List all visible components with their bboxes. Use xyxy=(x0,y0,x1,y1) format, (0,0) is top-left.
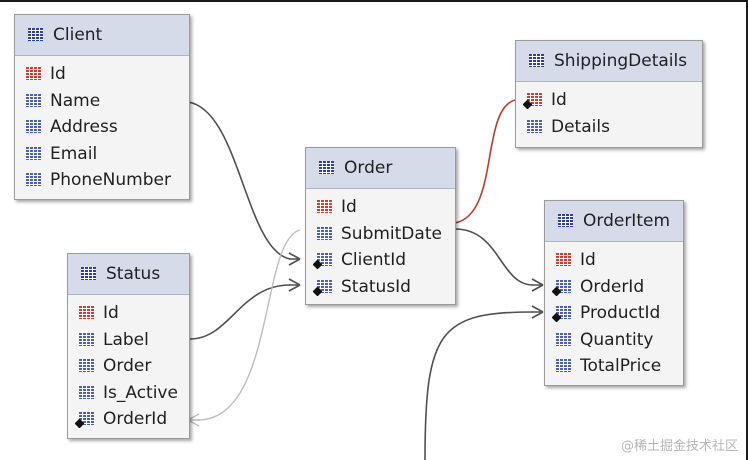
frame-top-border xyxy=(0,0,748,2)
column-row[interactable]: TotalPrice xyxy=(545,353,683,380)
column-icon xyxy=(76,358,97,374)
column-icon xyxy=(553,332,574,348)
column-row[interactable]: OrderId xyxy=(68,406,189,433)
foreign-key-column-icon xyxy=(312,279,335,297)
column-name: Id xyxy=(50,64,66,85)
column-row[interactable]: Id xyxy=(15,61,189,88)
column-icon xyxy=(23,172,44,188)
column-row[interactable]: ProductId xyxy=(545,300,683,327)
relationship-product-orderitem xyxy=(424,311,534,460)
column-name: Id xyxy=(551,90,567,111)
orderitem-table[interactable]: OrderItem Id OrderId ProductId Quantity … xyxy=(544,200,684,386)
table-icon xyxy=(316,160,337,176)
column-row[interactable]: Details xyxy=(516,114,702,141)
column-icon xyxy=(76,332,97,348)
column-row[interactable]: PhoneNumber xyxy=(15,167,189,194)
crowfoot-orderitem-productid xyxy=(531,305,544,319)
relationship-order-orderitem xyxy=(454,228,534,286)
column-icon xyxy=(314,226,335,242)
column-icon xyxy=(553,358,574,374)
column-name: Details xyxy=(551,116,610,137)
foreign-key-column-icon xyxy=(551,279,574,297)
column-name: Name xyxy=(50,90,101,111)
watermark: @稀土掘金技术社区 xyxy=(620,439,738,454)
primary-key-column-icon xyxy=(553,252,574,268)
crowfoot-order-clientid xyxy=(288,252,301,266)
table-title: Client xyxy=(53,25,103,45)
column-row[interactable]: Id xyxy=(545,247,683,274)
column-name: Address xyxy=(50,117,118,138)
column-row[interactable]: Name xyxy=(15,88,189,115)
column-name: Email xyxy=(50,143,98,164)
column-row[interactable]: Id xyxy=(306,194,455,221)
column-name: TotalPrice xyxy=(580,356,662,377)
foreign-key-column-icon xyxy=(74,411,97,429)
relationship-client-order xyxy=(187,101,291,260)
column-name: Id xyxy=(103,303,119,324)
table-icon xyxy=(25,27,46,43)
column-name: Is_Active xyxy=(103,382,178,403)
table-icon xyxy=(78,266,99,282)
client-table[interactable]: Client Id Name Address Email PhoneNumber xyxy=(14,14,190,200)
column-row[interactable]: Address xyxy=(15,114,189,141)
foreign-key-column-icon xyxy=(551,305,574,323)
table-icon xyxy=(555,213,576,229)
column-icon xyxy=(76,385,97,401)
shippingdetails-table-header[interactable]: ShippingDetails xyxy=(516,41,702,82)
order-table-header[interactable]: Order xyxy=(306,148,455,189)
column-row[interactable]: Quantity xyxy=(545,327,683,354)
column-icon xyxy=(23,93,44,109)
column-name: ClientId xyxy=(341,250,407,271)
relationship-order-shipping xyxy=(454,99,516,224)
relationship-status-order xyxy=(189,284,291,340)
crowfoot-order-statusid xyxy=(288,278,301,292)
column-row[interactable]: SubmitDate xyxy=(306,221,455,248)
column-row[interactable]: Order xyxy=(68,353,189,380)
column-icon xyxy=(23,146,44,162)
column-name: ProductId xyxy=(580,303,661,324)
column-name: Id xyxy=(341,197,357,218)
column-row[interactable]: Id xyxy=(516,87,702,114)
table-title: ShippingDetails xyxy=(554,51,688,71)
frame-right-border xyxy=(746,0,748,460)
table-icon xyxy=(526,53,547,69)
orderitem-table-header[interactable]: OrderItem xyxy=(545,201,683,242)
column-name: OrderId xyxy=(103,409,168,430)
column-row[interactable]: StatusId xyxy=(306,274,455,301)
column-name: PhoneNumber xyxy=(50,170,171,191)
order-table[interactable]: Order Id SubmitDate ClientId StatusId xyxy=(305,147,456,305)
table-title: Order xyxy=(344,158,393,178)
client-table-header[interactable]: Client xyxy=(15,15,189,56)
column-row[interactable]: Label xyxy=(68,327,189,354)
column-row[interactable]: Is_Active xyxy=(68,380,189,407)
primary-key-foreign-key-column-icon xyxy=(522,92,545,110)
crowfoot-orderitem-orderid xyxy=(531,278,544,292)
column-row[interactable]: Id xyxy=(68,300,189,327)
primary-key-column-icon xyxy=(76,305,97,321)
table-title: OrderItem xyxy=(583,211,671,231)
relationship-order-status-faint xyxy=(197,229,301,421)
column-name: SubmitDate xyxy=(341,223,442,244)
column-name: Order xyxy=(103,356,152,377)
table-title: Status xyxy=(106,264,161,284)
column-row[interactable]: Email xyxy=(15,141,189,168)
column-name: StatusId xyxy=(341,276,411,297)
column-row[interactable]: OrderId xyxy=(545,274,683,301)
foreign-key-column-icon xyxy=(312,252,335,270)
column-icon xyxy=(524,119,545,135)
shippingdetails-table[interactable]: ShippingDetails Id Details xyxy=(515,40,703,148)
primary-key-column-icon xyxy=(314,199,335,215)
column-name: OrderId xyxy=(580,276,645,297)
primary-key-column-icon xyxy=(23,66,44,82)
column-name: Id xyxy=(580,250,596,271)
column-row[interactable]: ClientId xyxy=(306,247,455,274)
column-name: Label xyxy=(103,329,149,350)
status-table-header[interactable]: Status xyxy=(68,254,189,295)
status-table[interactable]: Status Id Label Order Is_Active OrderId xyxy=(67,253,190,439)
column-icon xyxy=(23,119,44,135)
column-name: Quantity xyxy=(580,329,654,350)
